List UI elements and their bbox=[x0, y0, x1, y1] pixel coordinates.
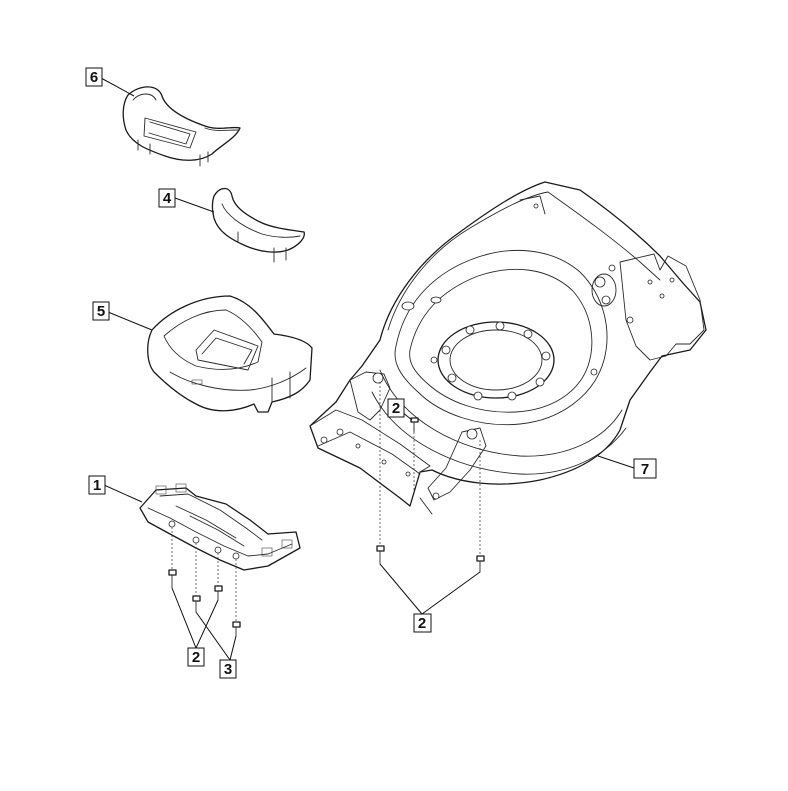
callout-7: 7 bbox=[633, 458, 657, 479]
callout-6-label: 6 bbox=[90, 69, 98, 86]
callout-1-label: 1 bbox=[93, 477, 101, 494]
part-5-front-cover bbox=[147, 295, 313, 413]
callout-2-left-label: 2 bbox=[192, 649, 200, 666]
part-6-handle-grip bbox=[122, 86, 241, 167]
callout-2-screw: 2 bbox=[387, 398, 405, 418]
part-7-mower-deck bbox=[309, 181, 707, 515]
part-4-handle-bracket bbox=[211, 187, 305, 263]
callout-1: 1 bbox=[88, 475, 106, 495]
leader-lines bbox=[100, 77, 635, 661]
callout-6: 6 bbox=[85, 67, 103, 87]
callout-3-label: 3 bbox=[224, 661, 232, 678]
callout-5: 5 bbox=[92, 301, 110, 321]
screws-part-7 bbox=[376, 382, 485, 573]
part-1-guard-plate bbox=[139, 483, 301, 622]
screw-small bbox=[410, 417, 419, 433]
callout-2-right-label: 2 bbox=[418, 615, 426, 632]
screws-part-1 bbox=[168, 569, 241, 637]
callout-4: 4 bbox=[158, 188, 176, 208]
callout-2-screw-label: 2 bbox=[392, 400, 400, 417]
screw-c bbox=[214, 585, 223, 601]
callout-3: 3 bbox=[219, 659, 237, 679]
callout-5-label: 5 bbox=[97, 303, 105, 320]
callout-2-right: 2 bbox=[413, 613, 432, 633]
callout-2-left: 2 bbox=[187, 647, 205, 667]
screw-d bbox=[232, 621, 241, 637]
screw-a bbox=[168, 569, 177, 589]
screw-left bbox=[376, 545, 385, 565]
callout-4-label: 4 bbox=[163, 190, 172, 207]
screw-right bbox=[476, 555, 485, 573]
callout-7-label: 7 bbox=[641, 461, 649, 478]
screw-b bbox=[192, 595, 201, 613]
